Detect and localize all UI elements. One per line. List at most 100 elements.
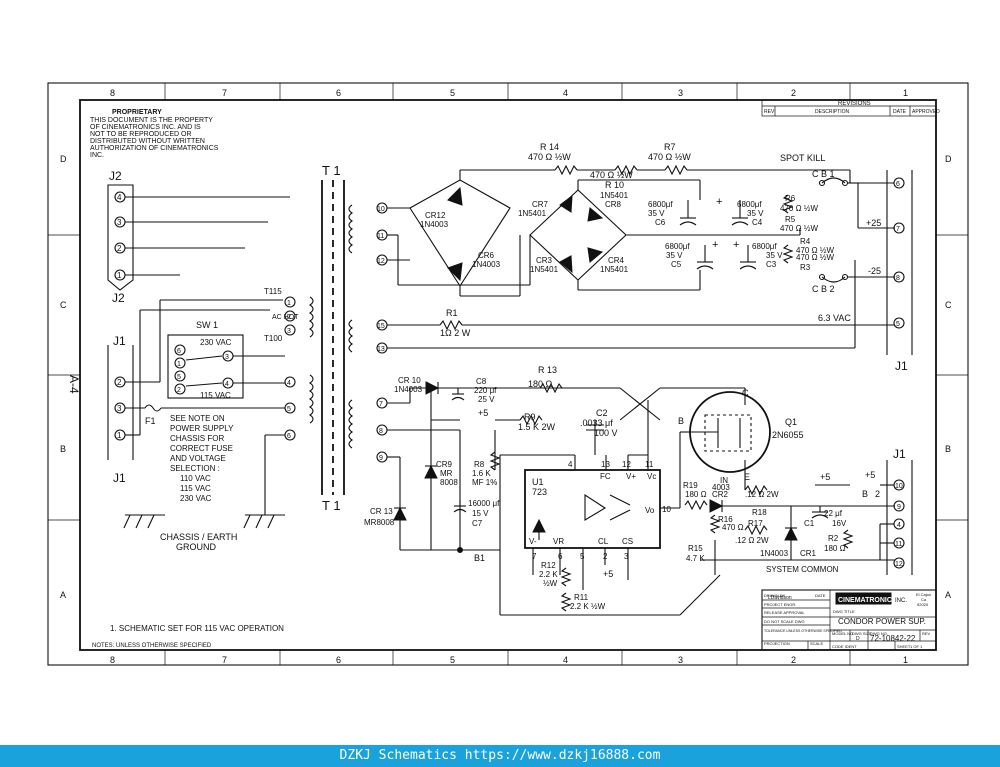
t1-sec-pin-12: 12 [377, 258, 385, 265]
t1-pin-2: 2 [287, 314, 291, 321]
zone-top-2: 2 [791, 88, 796, 98]
bleeder-resistors: R6 470 Ω ½W R5 470 Ω ½W R4 470 Ω ½W R3 4… [780, 194, 834, 272]
j2-pin-2: 2 [117, 244, 122, 253]
c5-voltage: 35 V [666, 251, 683, 260]
r6-label: R6 [785, 194, 796, 203]
r3-value: 470 Ω ½W [796, 253, 834, 262]
t1-label-top: T 1 [322, 163, 341, 178]
c2-label: C2 [596, 408, 608, 418]
zone-left-b: B [60, 444, 66, 454]
j2-pin-4: 4 [117, 193, 122, 202]
c8-voltage: 25 V [478, 395, 495, 404]
j1b-pin-11: 11 [895, 541, 902, 548]
sw1-230vac: 230 VAC [200, 338, 232, 347]
r12-watt: ½W [543, 579, 558, 588]
r10-label: R 10 [605, 180, 624, 190]
cr13-label: CR 13 [370, 507, 393, 516]
company-zip: 92020 [917, 602, 929, 607]
zone-right-b: B [945, 444, 951, 454]
cr8-label: CR8 [605, 200, 622, 209]
r11-value: 2.2 K ½W [570, 602, 606, 611]
r8-label: R8 [474, 460, 485, 469]
u1-vminus: V- [529, 537, 537, 546]
r10-value: 470 Ω ½W [590, 170, 633, 180]
j2-pin-3: 3 [117, 218, 122, 227]
chassis-ground: CHASSIS / EARTH GROUND [123, 434, 285, 552]
r7-label: R7 [664, 142, 676, 152]
u1-pin-7: 7 [532, 552, 537, 561]
tb-code-ident: CODE IDENT [832, 644, 857, 649]
c5-value: 6800μf [665, 242, 690, 251]
u1-fc: FC [600, 472, 611, 481]
u1-vo: Vo [645, 506, 655, 515]
r3-label: R3 [800, 263, 811, 272]
c5-label: C5 [671, 260, 682, 269]
t1-pin-4: 4 [287, 380, 291, 387]
tb-drawn-name: LDavidson [768, 595, 792, 601]
c2-voltage: 100 V [594, 428, 618, 438]
c6-voltage: 35 V [648, 209, 665, 218]
tb-dwg-title-label: DWG TITLE [833, 609, 855, 614]
tb-do-not-scale: DO NOT SCALE DWG [764, 619, 805, 624]
t1-pin-6: 6 [287, 433, 291, 440]
j2-label-bottom: J2 [112, 291, 125, 305]
t1-pin-3: 3 [287, 328, 291, 335]
net-plus5-a: +5 [478, 408, 488, 418]
r11-label: R11 [574, 593, 589, 602]
connector-j2: 4 3 2 1 J2 J2 [107, 169, 290, 305]
j1-left-pin-3: 3 [117, 404, 122, 413]
j1b-pin-9: 9 [897, 504, 901, 511]
net-minus-25: -25 [868, 266, 881, 276]
resistors-top: R 14 470 Ω ½W 470 Ω ½W R 10 R7 470 Ω ½W [528, 142, 850, 190]
cr4-label: CR4 [608, 256, 625, 265]
fuse-label: F1 [145, 416, 156, 426]
r19-label: R19 [683, 481, 698, 490]
cr9-label: CR9 [436, 460, 453, 469]
proprietary-line-3: NOT TO BE REPRODUCED OR [90, 131, 192, 138]
note-1: 1. SCHEMATIC SET FOR 115 VAC OPERATION [110, 624, 284, 633]
sw1-pin-1: 1 [177, 361, 181, 368]
u1-vc: Vc [647, 472, 656, 481]
cr6-part: 1N4003 [472, 260, 501, 269]
cr3-label: CR3 [536, 256, 553, 265]
j1-right-pin-7: 7 [896, 226, 900, 233]
r7-value: 470 Ω ½W [648, 152, 691, 162]
zone-left-c: C [60, 300, 67, 310]
c3-label: C3 [766, 260, 777, 269]
b2-num: 2 [875, 489, 880, 499]
j1-right-pin-8: 8 [896, 275, 900, 282]
schematic-sheet: 8 7 6 5 4 3 2 1 8 7 6 5 4 3 2 1 D C B A … [47, 82, 969, 666]
q1-pin-c: C [742, 388, 749, 398]
cr10-part: 1N4003 [394, 385, 423, 394]
j1-right-top-label: J1 [895, 359, 908, 373]
t1-label-bottom: T 1 [322, 498, 341, 513]
zone-bottom-4: 4 [563, 655, 568, 665]
r5-value: 470 Ω ½W [780, 224, 818, 233]
r8-tolerance: MF 1% [472, 478, 497, 487]
notes: 1. SCHEMATIC SET FOR 115 VAC OPERATION N… [92, 624, 284, 649]
t1-pin-1: 1 [287, 300, 291, 307]
svg-text:+: + [712, 239, 718, 251]
bridge-rectifier-12v: CR12 1N4003 CR6 1N4003 [387, 169, 555, 297]
tb-release: RELEASE APPROVAL [764, 610, 805, 615]
zone-top-1: 1 [903, 88, 908, 98]
r13-value: 180 Ω [528, 379, 553, 389]
bridge-rectifier-25v: CR7 1N5401 1N5401 CR8 CR3 1N5401 CR4 1N5… [397, 179, 700, 296]
sw1-pin-2: 2 [177, 387, 181, 394]
net-plus5-d: +5 [865, 470, 875, 480]
u1-label: U1 [532, 477, 544, 487]
b1-label: B1 [474, 553, 485, 563]
j1-right-pin-6: 6 [896, 181, 900, 188]
fuse-note-line-8: 115 VAC [180, 484, 211, 493]
cr9-part: 8008 [440, 478, 458, 487]
c8-label: C8 [476, 377, 487, 386]
net-plus-25: +25 [866, 218, 881, 228]
q1-pin-e: E [744, 472, 750, 482]
proprietary-line-4: DISTRIBUTED WITHOUT WRITTEN [90, 138, 205, 145]
switch-sw1: SW 1 230 VAC 115 VAC 6 1 5 2 3 4 [140, 299, 285, 400]
tb-dwg-no: 72-10842-22 [870, 634, 916, 643]
title-block: CINEMATRONICS INC. El Cajon Ca 92020 DRA… [761, 589, 937, 651]
j1b-pin-10: 10 [895, 483, 903, 490]
zone-left-d: D [60, 154, 67, 164]
r14-label: R 14 [540, 142, 559, 152]
